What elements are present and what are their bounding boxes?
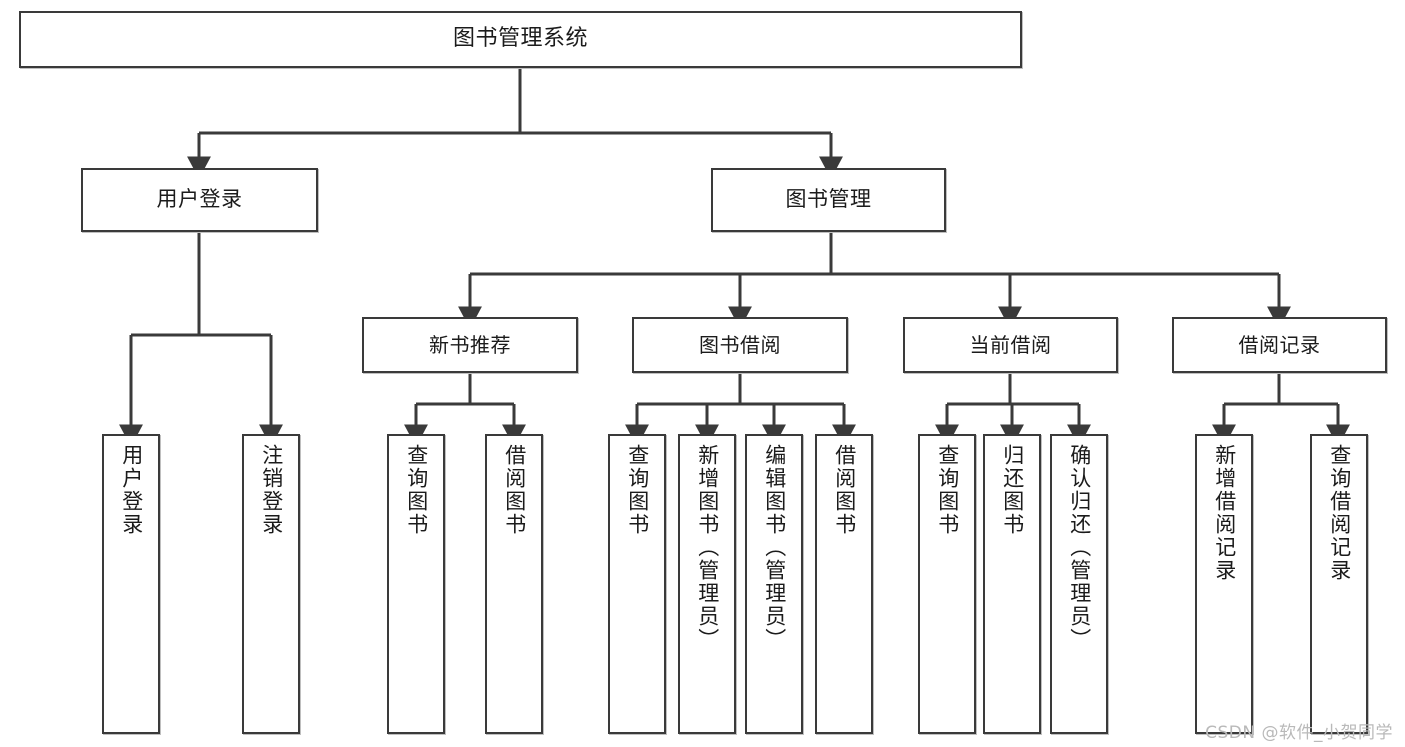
leaf-recommend-query-book[interactable]: 查询图书 (387, 434, 445, 734)
leaf-record-query-record[interactable]: 查询借阅记录 (1310, 434, 1368, 734)
leaf-current-confirm-return[interactable]: 确认归还（管理员） (1050, 434, 1108, 734)
node-label: 注销登录 (259, 444, 284, 536)
node-label: 用户登录 (119, 444, 144, 536)
leaf-borrow-add-book[interactable]: 新增图书（管理员） (678, 434, 736, 734)
leaf-user-login-logout[interactable]: 注销登录 (242, 434, 300, 734)
node-label: 查询图书 (404, 444, 429, 536)
watermark: CSDN @软件_小贺同学 (1205, 723, 1393, 743)
node-label: 查询借阅记录 (1327, 444, 1352, 582)
node-root-system[interactable]: 图书管理系统 (19, 11, 1022, 68)
node-borrow-record[interactable]: 借阅记录 (1172, 317, 1387, 373)
node-label: 借阅图书 (502, 444, 527, 536)
node-label: 查询图书 (935, 444, 960, 536)
leaf-current-query-book[interactable]: 查询图书 (918, 434, 976, 734)
node-label: 新增借阅记录 (1212, 444, 1237, 582)
leaf-user-login-login[interactable]: 用户登录 (102, 434, 160, 734)
node-label: 确认归还（管理员） (1067, 444, 1092, 651)
leaf-borrow-borrow-book[interactable]: 借阅图书 (815, 434, 873, 734)
node-book-management[interactable]: 图书管理 (711, 168, 946, 232)
leaf-current-return-book[interactable]: 归还图书 (983, 434, 1041, 734)
node-label: 图书管理 (785, 187, 872, 212)
node-new-book-recommend[interactable]: 新书推荐 (362, 317, 578, 373)
node-label: 图书借阅 (699, 332, 781, 357)
leaf-borrow-query-book[interactable]: 查询图书 (608, 434, 666, 734)
node-user-login[interactable]: 用户登录 (81, 168, 318, 232)
node-book-borrow[interactable]: 图书借阅 (632, 317, 848, 373)
node-label: 查询图书 (625, 444, 650, 536)
node-label: 借阅图书 (832, 444, 857, 536)
leaf-recommend-borrow-book[interactable]: 借阅图书 (485, 434, 543, 734)
node-label: 新增图书（管理员） (695, 444, 720, 651)
node-label: 归还图书 (1000, 444, 1025, 536)
node-label: 新书推荐 (429, 332, 511, 357)
leaf-borrow-edit-book[interactable]: 编辑图书（管理员） (745, 434, 803, 734)
leaf-record-add-record[interactable]: 新增借阅记录 (1195, 434, 1253, 734)
node-label: 编辑图书（管理员） (762, 444, 787, 651)
node-label: 当前借阅 (969, 332, 1052, 357)
node-current-borrow[interactable]: 当前借阅 (903, 317, 1118, 373)
node-label: 用户登录 (156, 187, 243, 212)
node-label: 借阅记录 (1238, 332, 1321, 357)
node-label: 图书管理系统 (452, 26, 588, 52)
